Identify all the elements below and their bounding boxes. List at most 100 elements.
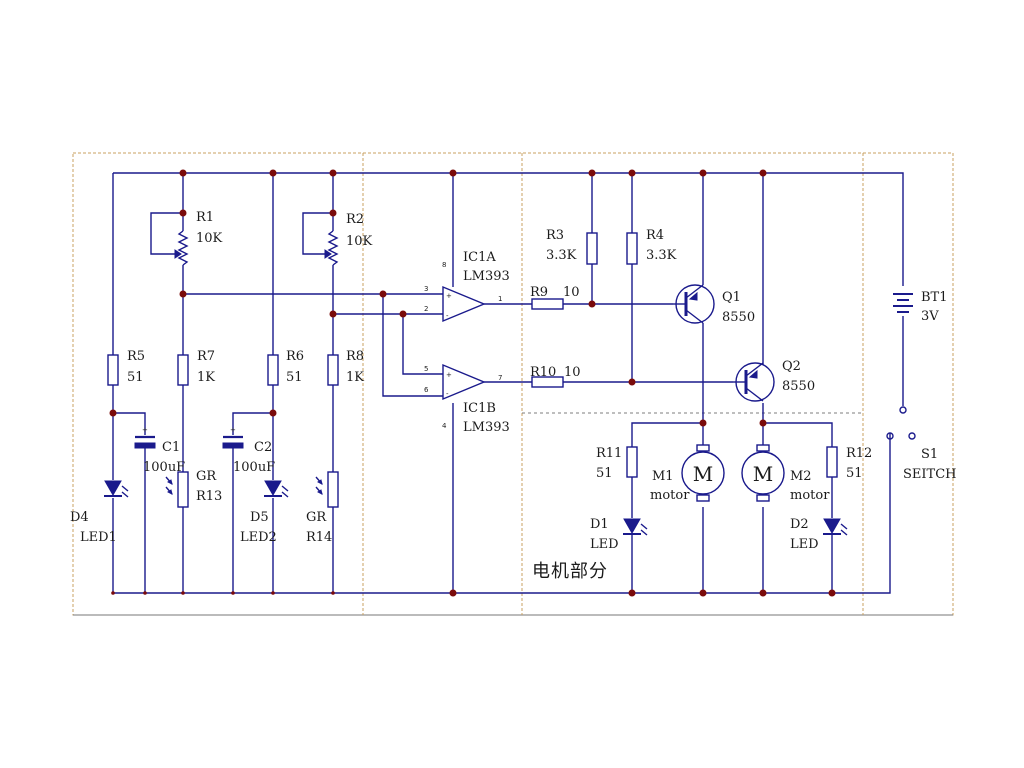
motor-m2: M (741, 444, 785, 502)
label-m2-value: motor (790, 488, 830, 503)
label-r7-ref: R7 (197, 349, 215, 364)
label-r4-ref: R4 (646, 228, 664, 243)
label-s1-ref: S1 (921, 447, 938, 462)
label-q2-ref: Q2 (782, 359, 801, 374)
label-r4-value: 3.3K (646, 248, 677, 263)
label-q1-ref: Q1 (722, 290, 741, 305)
label-r11-value: 51 (596, 466, 613, 481)
resistor-r7 (177, 354, 189, 386)
label-d2-ref: D2 (790, 517, 809, 532)
pin-ic1a-minus: - (446, 312, 449, 320)
label-r14-type: GR (306, 510, 327, 525)
label-r2-value: 10K (346, 234, 373, 249)
label-q1-value: 8550 (722, 310, 755, 325)
label-d5-value: LED2 (240, 530, 277, 545)
led-d4 (104, 480, 129, 498)
resistor-r5 (107, 354, 119, 386)
label-d1-value: LED (590, 537, 619, 552)
comparator-ic1a (442, 285, 486, 323)
label-r5-ref: R5 (127, 349, 145, 364)
motor-m1: M (681, 444, 725, 502)
label-r12-value: 51 (846, 466, 863, 481)
potentiometer-r1 (174, 230, 189, 266)
label-r3-value: 3.3K (546, 248, 577, 263)
capacitor-c1 (134, 435, 156, 449)
label-d2-value: LED (790, 537, 819, 552)
motor-m1-glyph: M (693, 462, 713, 486)
label-r8-ref: R8 (346, 349, 364, 364)
pin-ic1b-plus: + (446, 371, 452, 379)
battery-bt1 (893, 293, 913, 313)
label-r7-value: 1K (197, 370, 215, 385)
switch-s1 (886, 406, 916, 440)
pin-ic1a-plus: + (446, 292, 452, 300)
resistor-r11 (626, 446, 638, 478)
label-r5-value: 51 (127, 370, 144, 385)
resistor-r14-photoresistor (327, 471, 339, 508)
label-c2-value: 100uF (233, 460, 275, 475)
label-m2-ref: M2 (790, 469, 812, 484)
label-ic1a-value: LM393 (463, 269, 510, 284)
pin-ic1b-5: 5 (424, 365, 428, 373)
label-m1-value: motor (650, 488, 690, 503)
pin-ic1a-1: 1 (498, 295, 502, 303)
label-d4-value: LED1 (80, 530, 117, 545)
label-d5-ref: D5 (250, 510, 269, 525)
label-c2-ref: C2 (254, 440, 272, 455)
pin-ic1b-6: 6 (424, 386, 429, 394)
label-m1-ref: M1 (652, 469, 674, 484)
pin-ic1a-3: 3 (424, 285, 428, 293)
pin-ic1a-vcc: 8 (442, 261, 446, 269)
label-r13-ref: R13 (196, 489, 222, 504)
resistor-r12 (826, 446, 838, 478)
led-d5 (264, 480, 289, 498)
label-r9-value: 10 (563, 285, 580, 300)
wires (112, 172, 904, 594)
label-s1-value: SEITCH (903, 467, 957, 482)
resistor-r4 (626, 232, 638, 265)
resistor-r10 (531, 376, 564, 388)
label-r14-ref: R14 (306, 530, 332, 545)
led-d2 (823, 518, 848, 536)
label-r10-value: 10 (564, 365, 581, 380)
label-r11-ref: R11 (596, 446, 622, 461)
resistor-r9 (531, 298, 564, 310)
resistor-r6 (267, 354, 279, 386)
pin-ic1a-2: 2 (424, 305, 428, 313)
label-c1-value: 100uF (143, 460, 185, 475)
label-r3-ref: R3 (546, 228, 564, 243)
motor-m2-glyph: M (753, 462, 773, 486)
section-dividers (362, 153, 864, 615)
label-ic1b-value: LM393 (463, 420, 510, 435)
label-r2-ref: R2 (346, 212, 364, 227)
junctions (109, 169, 836, 597)
labels: R1 10K R2 10K R5 51 R7 1K R6 51 R8 1K GR… (70, 210, 957, 582)
capacitor-c2 (222, 435, 244, 449)
label-r1-value: 10K (196, 231, 223, 246)
label-r9-ref: R9 (530, 285, 548, 300)
label-r1-ref: R1 (196, 210, 214, 225)
label-q2-value: 8550 (782, 379, 815, 394)
label-r6-ref: R6 (286, 349, 304, 364)
label-r6-value: 51 (286, 370, 303, 385)
transistor-q1 (673, 284, 715, 324)
label-c2-polarity: + (230, 426, 236, 434)
resistors (107, 232, 838, 508)
resistor-r3 (586, 232, 598, 265)
label-d1-ref: D1 (590, 517, 609, 532)
label-ic1b-ref: IC1B (463, 401, 496, 416)
potentiometer-r2 (324, 230, 339, 266)
label-r13-type: GR (196, 469, 217, 484)
label-bt1-ref: BT1 (921, 290, 948, 305)
label-c1-ref: C1 (162, 440, 180, 455)
transistor-q2 (733, 362, 775, 402)
resistor-r13-photoresistor (177, 471, 189, 508)
pin-ic1b-minus: - (446, 390, 449, 398)
pin-ic1b-7: 7 (498, 374, 502, 382)
light-arrows (165, 476, 323, 495)
label-r8-value: 1K (346, 370, 364, 385)
label-ic1a-ref: IC1A (463, 250, 496, 265)
comparator-ic1b (442, 363, 486, 401)
motor-section-label: 电机部分 (532, 561, 608, 582)
